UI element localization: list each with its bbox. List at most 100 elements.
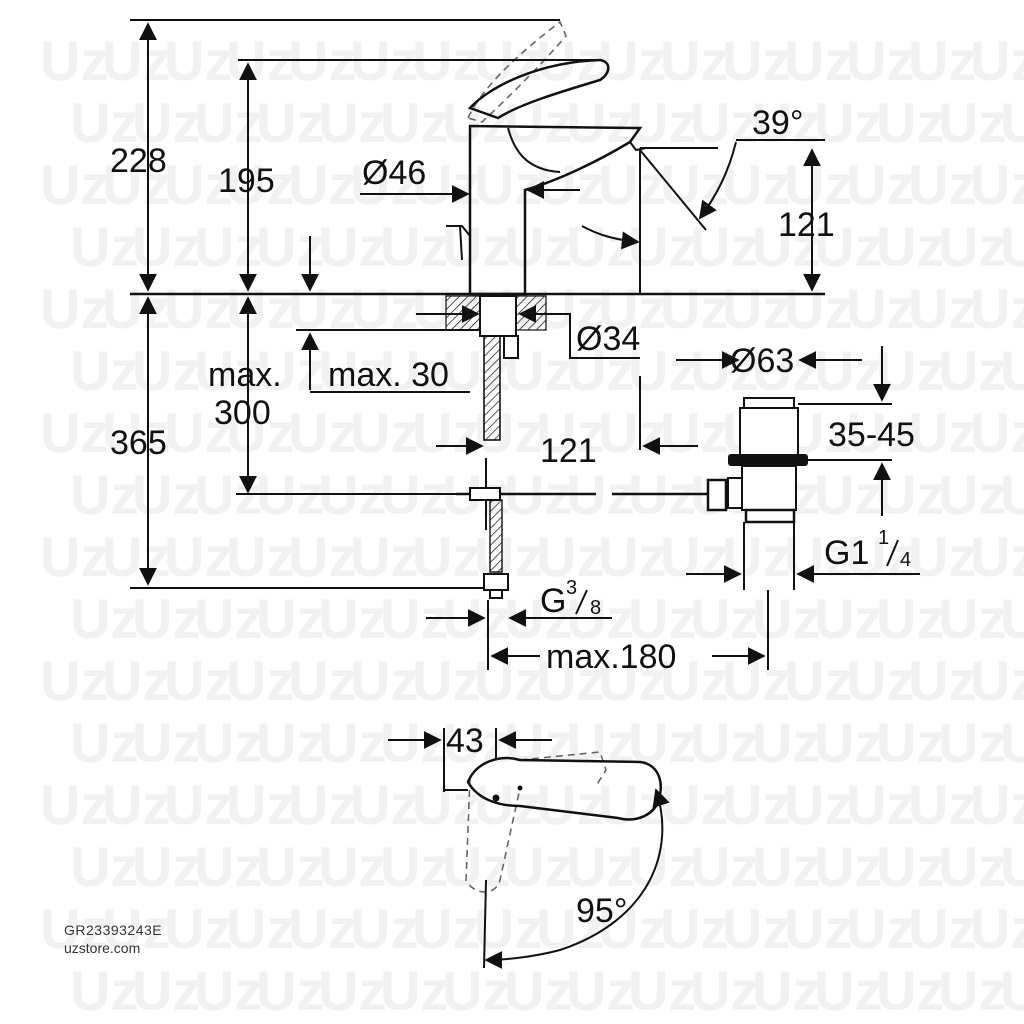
watermark-tile: Uz: [164, 401, 232, 464]
watermark-tile: Uz: [566, 339, 634, 402]
watermark-tile: Uz: [938, 463, 1006, 526]
watermark-tile: Uz: [566, 835, 634, 898]
watermark-tile: Uz: [132, 339, 200, 402]
dim-max-reach: max.180: [546, 638, 676, 676]
watermark-tile: Uz: [40, 649, 108, 712]
watermark-tile: Uz: [722, 525, 790, 588]
watermark-tile: Uz: [660, 897, 728, 960]
watermark-tile: Uz: [380, 711, 448, 774]
watermark-tile: Uz: [256, 215, 324, 278]
watermark-tile: Uz: [194, 711, 262, 774]
watermark-tile: Uz: [194, 835, 262, 898]
waste-thread-main: G1: [824, 534, 869, 572]
watermark-tile: Uz: [1000, 959, 1024, 1022]
watermark-tile: Uz: [752, 91, 820, 154]
watermark-tile: Uz: [660, 277, 728, 340]
watermark-tile: Uz: [598, 153, 666, 216]
watermark-pattern: UzUzUzUzUzUzUzUzUzUzUzUzUzUzUzUzUzUzUzUz…: [40, 29, 1024, 1022]
watermark-tile: Uz: [784, 649, 852, 712]
watermark-tile: Uz: [164, 277, 232, 340]
watermark-tile: Uz: [846, 153, 914, 216]
watermark-tile: Uz: [380, 91, 448, 154]
watermark-tile: Uz: [70, 835, 138, 898]
watermark-tile: Uz: [814, 339, 882, 402]
watermark-tile: Uz: [846, 29, 914, 92]
watermark-tile: Uz: [442, 835, 510, 898]
watermark-tile: Uz: [1000, 711, 1024, 774]
supply-thread-numerator: 3: [566, 577, 577, 599]
watermark-tile: Uz: [40, 897, 108, 960]
watermark-tile: Uz: [226, 277, 294, 340]
watermark-tile: Uz: [350, 525, 418, 588]
watermark-tile: Uz: [536, 773, 604, 836]
watermark-tile: Uz: [970, 525, 1024, 588]
watermark-tile: Uz: [474, 153, 542, 216]
watermark-tile: Uz: [504, 959, 572, 1022]
watermark-tile: Uz: [194, 215, 262, 278]
watermark-tile: Uz: [722, 649, 790, 712]
product-code: GR23393243E: [64, 922, 163, 938]
watermark-tile: Uz: [970, 773, 1024, 836]
watermark-tile: Uz: [1000, 835, 1024, 898]
watermark-tile: Uz: [318, 215, 386, 278]
watermark-tile: Uz: [70, 463, 138, 526]
watermark-tile: Uz: [628, 711, 696, 774]
watermark-tile: Uz: [908, 773, 976, 836]
watermark-tile: Uz: [164, 897, 232, 960]
watermark-tile: Uz: [164, 773, 232, 836]
watermark-tile: Uz: [504, 91, 572, 154]
watermark-tile: Uz: [412, 525, 480, 588]
watermark-tile: Uz: [70, 215, 138, 278]
watermark-tile: Uz: [752, 587, 820, 650]
watermark-tile: Uz: [814, 463, 882, 526]
dim-below-counter: 365: [110, 424, 167, 462]
dim-lever-offset: 43: [446, 722, 484, 760]
watermark-tile: Uz: [970, 153, 1024, 216]
watermark-tile: Uz: [814, 711, 882, 774]
watermark-tile: Uz: [722, 277, 790, 340]
watermark-tile: Uz: [908, 277, 976, 340]
dim-waste-thread: G1: [824, 534, 869, 572]
waste-thread-denominator: 4: [900, 549, 911, 571]
watermark-tile: Uz: [660, 153, 728, 216]
watermark-tile: Uz: [132, 463, 200, 526]
dim-tail-length: max. 30: [328, 356, 449, 394]
dim-spout-diameter: Ø46: [362, 154, 426, 192]
watermark-tile: Uz: [226, 401, 294, 464]
watermark-tile: Uz: [908, 29, 976, 92]
watermark-tile: Uz: [504, 835, 572, 898]
watermark-tile: Uz: [722, 153, 790, 216]
watermark-tile: Uz: [784, 277, 852, 340]
watermark-tile: Uz: [784, 897, 852, 960]
dim-hose-length-line2: 300: [214, 394, 271, 432]
watermark-tile: Uz: [226, 525, 294, 588]
counter-top: [130, 292, 825, 599]
watermark-tile: Uz: [350, 773, 418, 836]
watermark-tile: Uz: [226, 649, 294, 712]
watermark-tile: Uz: [504, 215, 572, 278]
watermark-tile: Uz: [846, 277, 914, 340]
watermark-tile: Uz: [318, 711, 386, 774]
watermark-tile: Uz: [846, 401, 914, 464]
watermark-tile: Uz: [814, 835, 882, 898]
watermark-tile: Uz: [318, 587, 386, 650]
watermark-tile: Uz: [102, 277, 170, 340]
watermark-tile: Uz: [40, 773, 108, 836]
watermark-tile: Uz: [1000, 91, 1024, 154]
watermark-tile: Uz: [256, 959, 324, 1022]
watermark-tile: Uz: [102, 153, 170, 216]
dim-supply-thread: G: [540, 582, 566, 620]
watermark-tile: Uz: [598, 29, 666, 92]
watermark-tile: Uz: [350, 401, 418, 464]
watermark-tile: Uz: [566, 711, 634, 774]
watermark-tile: Uz: [1000, 463, 1024, 526]
watermark-tile: Uz: [288, 525, 356, 588]
watermark-tile: Uz: [784, 29, 852, 92]
watermark-tile: Uz: [102, 401, 170, 464]
watermark-tile: Uz: [102, 773, 170, 836]
watermark-tile: Uz: [814, 215, 882, 278]
watermark-tile: Uz: [660, 29, 728, 92]
dim-spout-angle: 39°: [752, 104, 803, 142]
watermark-tile: Uz: [938, 587, 1006, 650]
watermark-tile: Uz: [722, 897, 790, 960]
